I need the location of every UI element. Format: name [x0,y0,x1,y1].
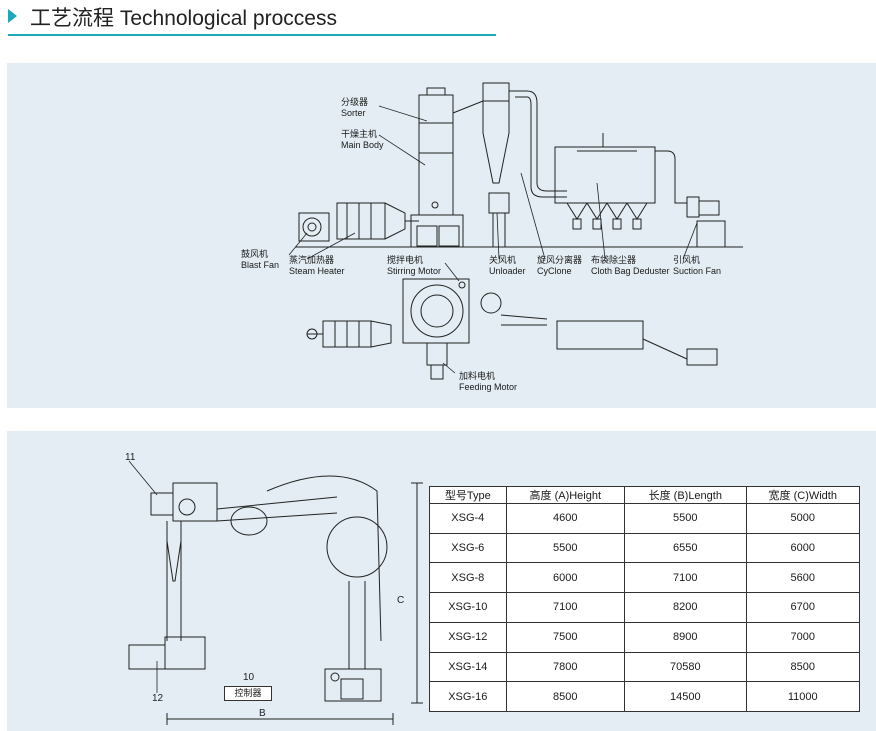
cloth-bag-deduster [554,133,687,230]
triangle-bullet-icon [8,9,17,23]
cell-length: 14500 [624,681,747,712]
table-row: XSG-10 7100 8200 6700 [429,592,861,623]
section-title: 工艺流程 Technological proccess [30,7,337,30]
col-type: 型号Type [429,486,507,504]
blast-fan [298,212,330,242]
table-row: XSG-14 7800 70580 8500 [429,651,861,683]
process-flow-diagram [288,82,743,380]
callout-12: 12 [152,693,164,704]
cell-type: XSG-8 [429,562,507,594]
layout-drawing [128,460,423,725]
col-width: 宽度 (C)Width [745,486,861,504]
cell-width: 6000 [745,532,861,564]
cell-width: 5000 [745,503,861,534]
cell-length: 8200 [624,592,747,623]
table-row: XSG-12 7500 8900 7000 [429,621,861,653]
cell-width: 11000 [745,681,861,712]
plan-view [306,278,718,380]
cell-type: XSG-14 [429,651,507,683]
cell-height: 4600 [505,503,626,534]
col-height: 高度 (A)Height [505,486,626,504]
col-length: 长度 (B)Length [624,486,747,504]
callout-10: 10 [243,672,255,683]
cyclone [452,82,567,247]
table-row: XSG-8 6000 7100 5600 [429,562,861,594]
suction-fan [686,196,726,248]
cell-length: 8900 [624,621,747,653]
cell-height: 5500 [505,532,626,564]
main-body-tower [410,87,464,248]
leader-lines [288,105,698,374]
table-row: XSG-16 8500 14500 11000 [429,681,861,712]
dimension-c: C [397,595,405,606]
cell-length: 5500 [624,503,747,534]
cell-length: 6550 [624,532,747,564]
header-underline [8,34,496,36]
cell-length: 70580 [624,651,747,683]
cell-type: XSG-12 [429,621,507,653]
controller-box: 控制器 [224,686,272,701]
cell-type: XSG-6 [429,532,507,564]
table-row: XSG-6 5500 6550 6000 [429,532,861,564]
spec-header-row: 型号Type 高度 (A)Height 长度 (B)Length 宽度 (C)W… [429,486,861,504]
table-row: XSG-4 4600 5500 5000 [429,503,861,534]
section-header: 工艺流程 Technological proccess [0,0,876,40]
cell-width: 7000 [745,621,861,653]
cell-length: 7100 [624,562,747,594]
cell-height: 7500 [505,621,626,653]
cell-width: 6700 [745,592,861,623]
spec-table: 型号Type 高度 (A)Height 长度 (B)Length 宽度 (C)W… [429,486,861,712]
cell-width: 5600 [745,562,861,594]
cell-type: XSG-4 [429,503,507,534]
cell-height: 7800 [505,651,626,683]
cell-height: 6000 [505,562,626,594]
dimension-b: B [259,708,266,719]
cell-height: 8500 [505,681,626,712]
cell-type: XSG-16 [429,681,507,712]
cell-type: XSG-10 [429,592,507,623]
cell-height: 7100 [505,592,626,623]
cell-width: 8500 [745,651,861,683]
steam-heater [336,202,419,240]
callout-11: 11 [125,452,136,463]
